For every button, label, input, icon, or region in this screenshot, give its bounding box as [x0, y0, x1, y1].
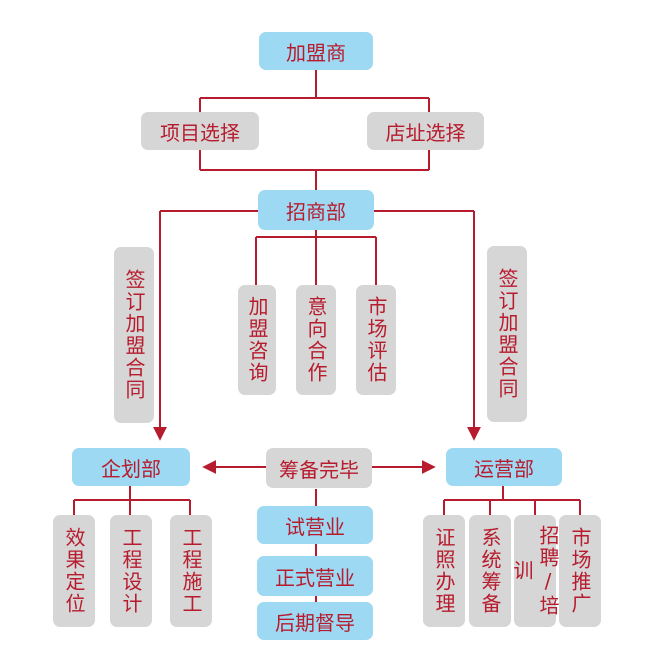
- node-formal-operation: 正式营业: [257, 556, 373, 596]
- node-intent: 意向合作: [296, 285, 336, 395]
- node-trial-operation: 试营业: [257, 506, 373, 544]
- node-prep-done: 筹备完毕: [266, 448, 372, 488]
- node-investment-dept: 招商部: [258, 190, 374, 230]
- node-store-select: 店址选择: [367, 112, 484, 150]
- node-sign-contract-right: 签订加盟合同: [487, 246, 527, 422]
- node-market-eval: 市场评估: [356, 285, 396, 395]
- node-eng-design: 工程设计: [110, 515, 152, 627]
- node-supervision: 后期督导: [257, 602, 373, 640]
- node-license: 证照办理: [423, 515, 465, 627]
- node-hiring-training: 招聘/培训: [510, 515, 560, 627]
- node-system-prep: 系统筹备: [469, 515, 511, 627]
- node-planning-dept: 企划部: [72, 448, 190, 486]
- node-franchisee: 加盟商: [259, 32, 373, 70]
- node-project-select: 项目选择: [141, 112, 259, 150]
- node-eng-build: 工程施工: [170, 515, 212, 627]
- node-effect-position: 效果定位: [53, 515, 95, 627]
- node-promotion: 市场推广: [559, 515, 601, 627]
- node-operations-dept: 运营部: [446, 448, 562, 486]
- node-consult: 加盟咨询: [238, 285, 276, 395]
- node-sign-contract-left: 签订加盟合同: [114, 247, 154, 423]
